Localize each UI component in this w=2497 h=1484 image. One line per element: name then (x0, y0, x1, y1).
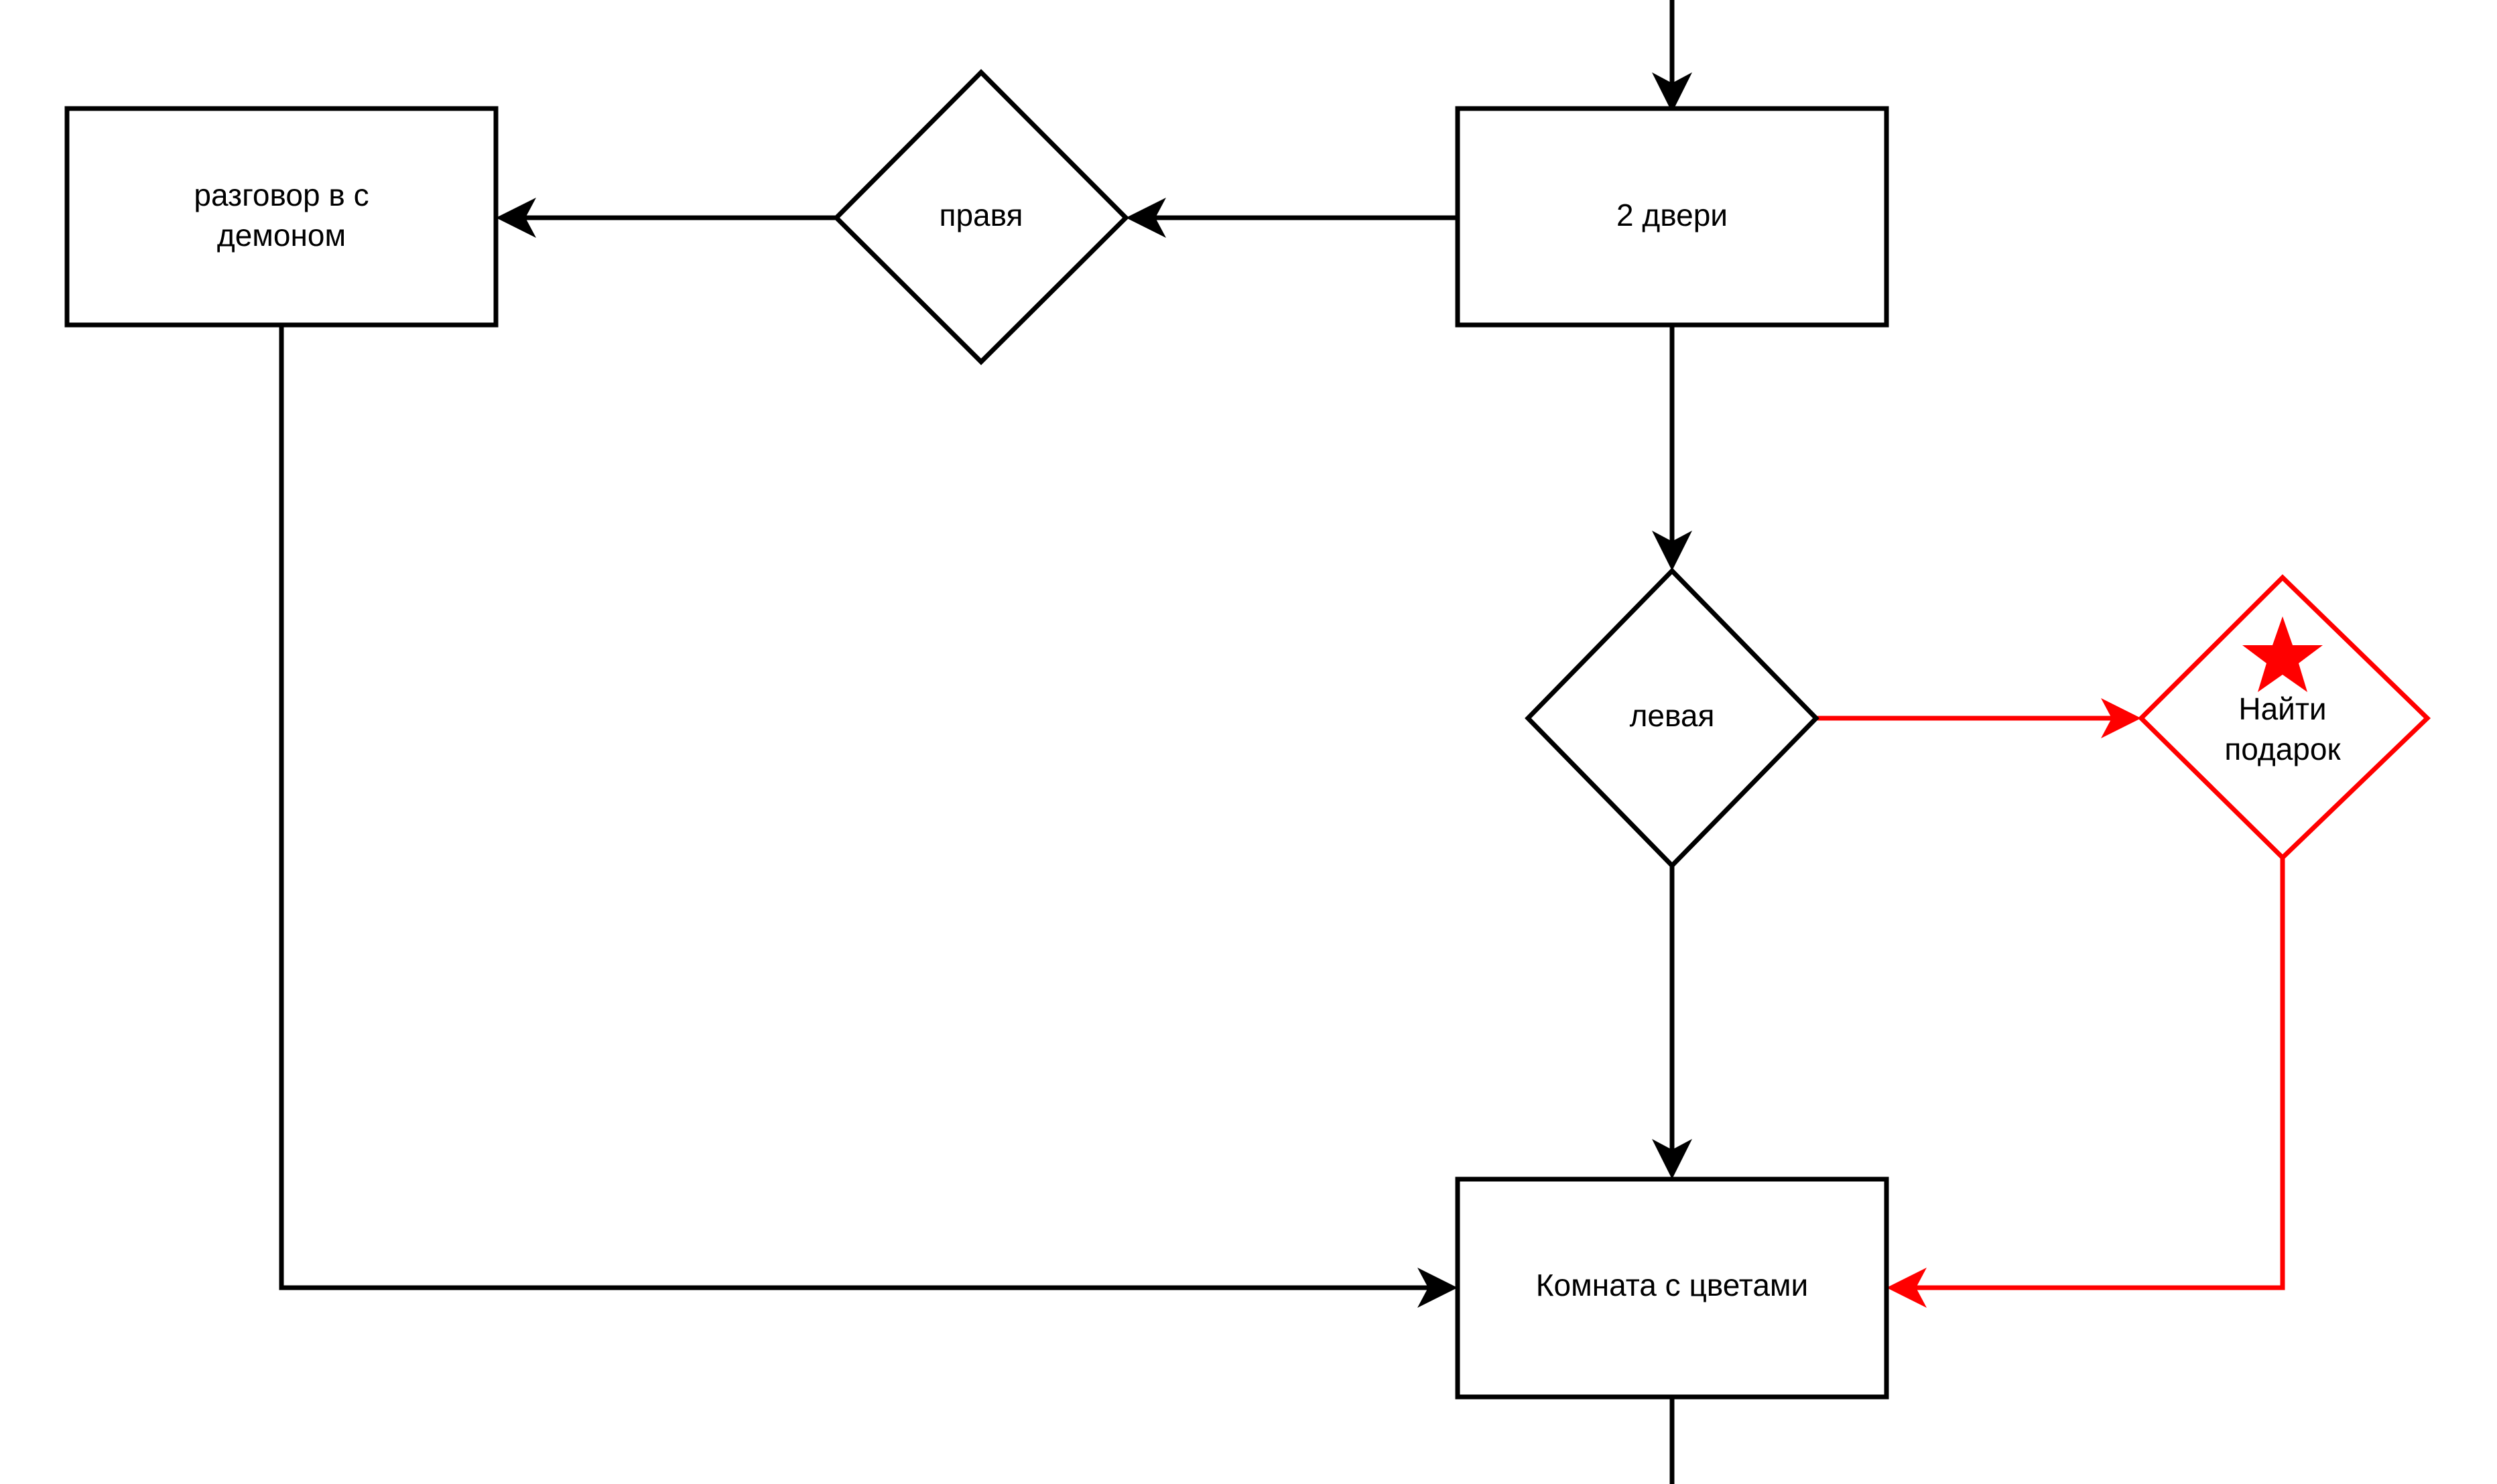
edge-two-doors-to-left-door (1652, 325, 1692, 571)
edge-right-door-to-demon-talk (496, 198, 836, 238)
node-find-gift-label-line2: подарок (2224, 732, 2341, 766)
node-right-door-shape[interactable] (833, 69, 1129, 365)
node-flower-room-label: Комната с цветами (1536, 1268, 1808, 1302)
node-demon-talk-label-line1: разговор в с (194, 178, 369, 212)
edge-two-doors-to-right-door (1126, 198, 1458, 238)
node-find-gift-shape[interactable] (2138, 574, 2431, 861)
edge-left-door-to-flower-room (1652, 866, 1692, 1179)
edge-demon-talk-to-flower-room (279, 325, 1458, 1308)
node-demon-talk[interactable]: разговор в с демоном (64, 106, 499, 328)
edge-entry-to-two-doors (1652, 0, 1692, 113)
node-flower-room-shape[interactable] (1455, 1176, 1889, 1400)
node-two-doors-shape[interactable] (1455, 106, 1889, 328)
edge-find-gift-to-flower-room (1886, 858, 2285, 1308)
node-flower-room[interactable]: Комната с цветами (1455, 1176, 1889, 1400)
node-left-door-label: левая (1630, 698, 1715, 733)
node-demon-talk-label-line2: демоном (217, 218, 346, 253)
node-two-doors[interactable]: 2 двери (1455, 106, 1889, 328)
edge-left-door-to-find-gift (1816, 698, 2141, 738)
node-find-gift[interactable]: Найти подарок (2138, 574, 2431, 861)
node-right-door[interactable]: правя (833, 69, 1129, 365)
node-left-door[interactable]: левая (1525, 567, 1819, 870)
node-right-door-label: правя (940, 198, 1023, 232)
node-find-gift-label-line1: Найти (2238, 691, 2326, 726)
node-two-doors-label: 2 двери (1616, 198, 1728, 232)
node-left-door-shape[interactable] (1525, 567, 1819, 870)
star-icon (2242, 616, 2323, 692)
node-demon-talk-shape[interactable] (64, 106, 499, 328)
